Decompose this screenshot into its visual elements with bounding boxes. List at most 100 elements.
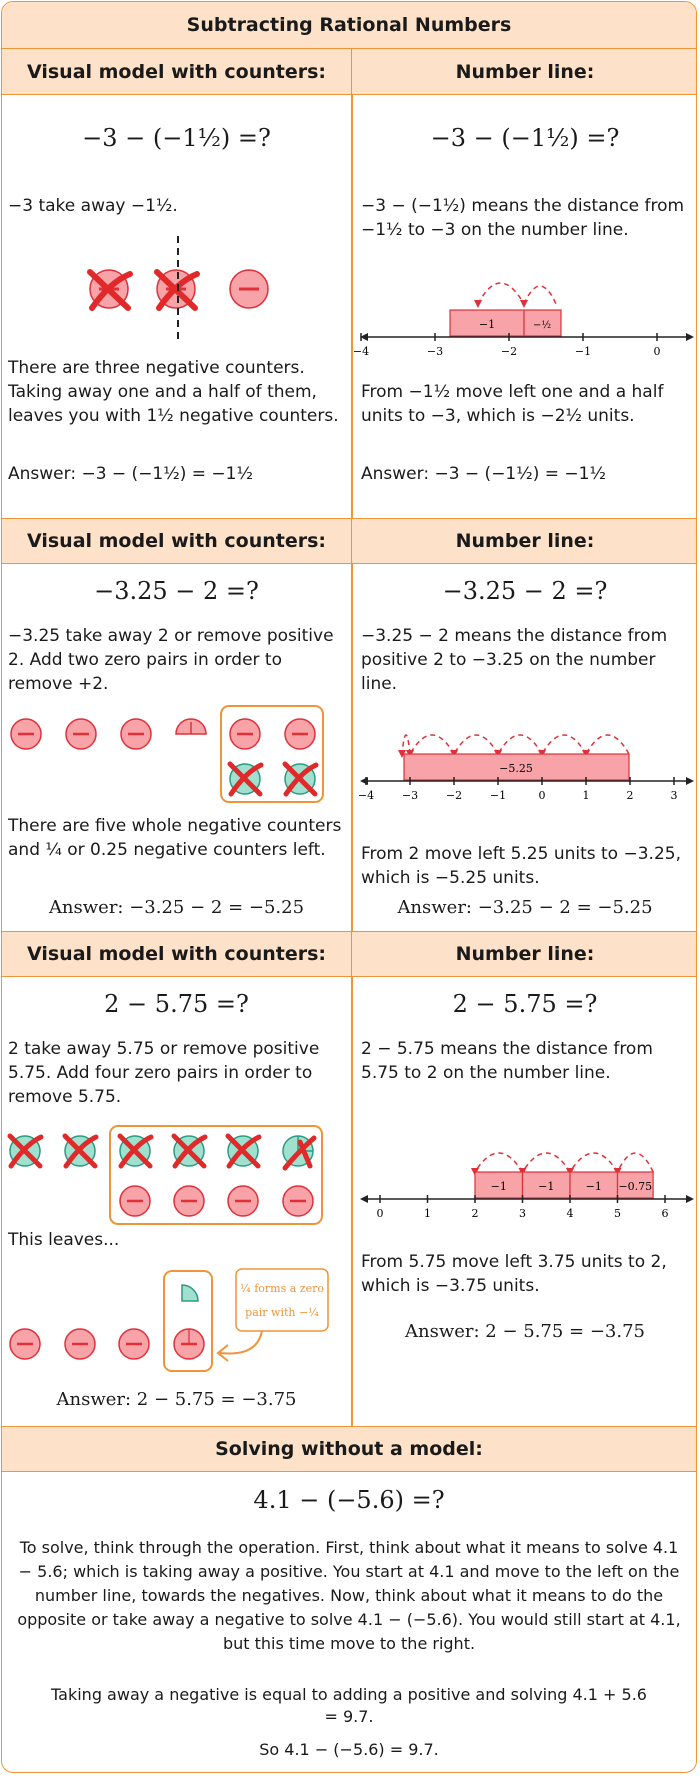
nl-tick-label: −1	[575, 345, 591, 358]
section1-right-intro: −3 − (−1½) means the distance from −1½ t…	[361, 196, 685, 240]
solving-paragraph: To solve, think through the operation. F…	[17, 1538, 681, 1653]
negative-counter	[10, 718, 42, 750]
negative-counter	[229, 269, 269, 309]
section3-left-header: Visual model with counters:	[2, 931, 351, 977]
negative-counter	[64, 1328, 96, 1360]
section2-counters	[10, 705, 324, 803]
section2-left-answer: Answer: −3.25 − 2 = −5.25	[48, 897, 305, 918]
negative-counter	[229, 718, 261, 750]
nl-box-label: −1	[538, 1180, 554, 1193]
section2-left-equation: −3.25 − 2 =?	[94, 577, 259, 605]
nl-tick-label: 6	[662, 1207, 669, 1220]
solving-conclusion: So 4.1 − (−5.6) = 9.7.	[259, 1740, 439, 1759]
section2-left-intro: −3.25 take away 2 or remove positive 2. …	[8, 626, 334, 694]
section2-right-equation: −3.25 − 2 =?	[442, 577, 608, 605]
nl-tick-label: 3	[671, 789, 678, 802]
positive-counter-crossed	[282, 761, 319, 797]
positive-counter-crossed	[171, 1133, 208, 1169]
callout-line2: pair with −¼	[245, 1306, 319, 1319]
nl-tick-label: 0	[539, 789, 546, 802]
positive-counter-crossed	[225, 1133, 262, 1169]
nl-tick-label: −4	[358, 789, 374, 802]
hop-arc	[616, 1152, 654, 1173]
negative-counter-split	[173, 1328, 205, 1360]
negative-counter	[227, 1185, 259, 1217]
solving-paragraph2: Taking away a negative is equal to addin…	[51, 1685, 647, 1726]
nl-box-label: −½	[533, 320, 551, 331]
nl-tick-label: −2	[501, 345, 517, 358]
hop-arc	[409, 734, 455, 755]
hop-arc	[453, 734, 499, 755]
section3-right-intro: 2 − 5.75 means the distance from 5.75 to…	[361, 1039, 653, 1083]
section2-left-header: Visual model with counters:	[2, 518, 351, 564]
nl-tick-label: −4	[353, 345, 369, 358]
page-title: Subtracting Rational Numbers	[2, 2, 696, 49]
positive-counter-partial-crossed	[282, 1135, 317, 1171]
nl-tick-label: −3	[427, 345, 443, 358]
negative-counter	[119, 1185, 151, 1217]
section3-left-equation: 2 − 5.75 =?	[104, 990, 249, 1018]
solving-equation: 4.1 − (−5.6) =?	[253, 1486, 445, 1514]
nl-box-label: −1	[479, 318, 495, 331]
nl-tick-label: 1	[424, 1207, 431, 1220]
section3-left-intro: 2 take away 5.75 or remove positive 5.75…	[8, 1039, 320, 1107]
section2-right-answer: Answer: −3.25 − 2 = −5.25	[397, 897, 653, 918]
section1-left-answer: Answer: −3 − (−1½) = −1½	[8, 464, 253, 484]
negative-counter	[9, 1328, 41, 1360]
nl-box	[521, 1171, 571, 1199]
section2-right-explanation: From 2 move left 5.25 units to −3.25, wh…	[361, 844, 681, 888]
solving-header: Solving without a model:	[2, 1426, 696, 1472]
quarter-positive-counter	[181, 1284, 199, 1302]
section1-left-explanation: There are three negative counters. Takin…	[8, 358, 339, 426]
section3-remaining-counters: ¼ forms a zero pair with −¼	[9, 1268, 329, 1372]
hop-arc	[569, 1152, 619, 1173]
hop-arc	[585, 734, 630, 755]
section3-right-equation: 2 − 5.75 =?	[452, 990, 598, 1018]
hop-arc	[521, 1152, 571, 1173]
section1-right-answer: Answer: −3 − (−1½) = −1½	[361, 464, 606, 484]
negative-counter	[282, 1185, 314, 1217]
callout-line1: ¼ forms a zero	[240, 1282, 324, 1295]
section1-counters	[87, 236, 269, 340]
section3-right-header: Number line:	[352, 931, 696, 977]
nl-box-label: −0.75	[618, 1180, 652, 1193]
section1-right-explanation: From −1½ move left one and a half units …	[361, 382, 664, 426]
negative-counter	[65, 718, 97, 750]
nl-box	[569, 1171, 619, 1199]
section1-right-equation: −3 − (−1½) =?	[430, 124, 620, 152]
positive-counter-crossed	[227, 761, 264, 797]
hop-arrowhead	[398, 750, 406, 758]
section1-right-header: Number line:	[352, 49, 696, 95]
negative-counter	[120, 718, 152, 750]
negative-counter	[173, 1185, 205, 1217]
hop-arc	[541, 734, 587, 755]
column-divider	[351, 49, 353, 1426]
positive-counter-crossed	[117, 1133, 154, 1169]
section2-right-header: Number line:	[352, 518, 696, 564]
negative-counter	[118, 1328, 150, 1360]
nl-tick-label: −3	[402, 789, 418, 802]
nl-tick-label: 2	[627, 789, 634, 802]
nl-box	[616, 1171, 654, 1199]
positive-counter-crossed	[7, 1133, 44, 1169]
nl-tick-label: 5	[614, 1207, 621, 1220]
nl-tick-label: −2	[446, 789, 462, 802]
nl-box-label: −1	[491, 1180, 507, 1193]
section3-left-answer: Answer: 2 − 5.75 = −3.75	[56, 1389, 297, 1410]
nl-tick-label: 0	[377, 1207, 384, 1220]
section3-left-leaves: This leaves...	[8, 1230, 120, 1250]
section3-right-answer: Answer: 2 − 5.75 = −3.75	[404, 1321, 646, 1342]
nl-box-label: −1	[586, 1180, 602, 1193]
section1-left-header: Visual model with counters:	[2, 49, 351, 95]
nl-tick-label: 4	[567, 1207, 574, 1220]
negative-counter-crossed	[87, 269, 133, 311]
nl-tick-label: 2	[472, 1207, 479, 1220]
positive-counter-crossed	[62, 1133, 99, 1169]
nl-tick-label: 1	[583, 789, 590, 802]
hop-arc	[497, 734, 543, 755]
section3-right-explanation: From 5.75 move left 3.75 units to 2, whi…	[361, 1252, 667, 1296]
hop-arc	[401, 734, 411, 755]
negative-counter	[284, 718, 316, 750]
